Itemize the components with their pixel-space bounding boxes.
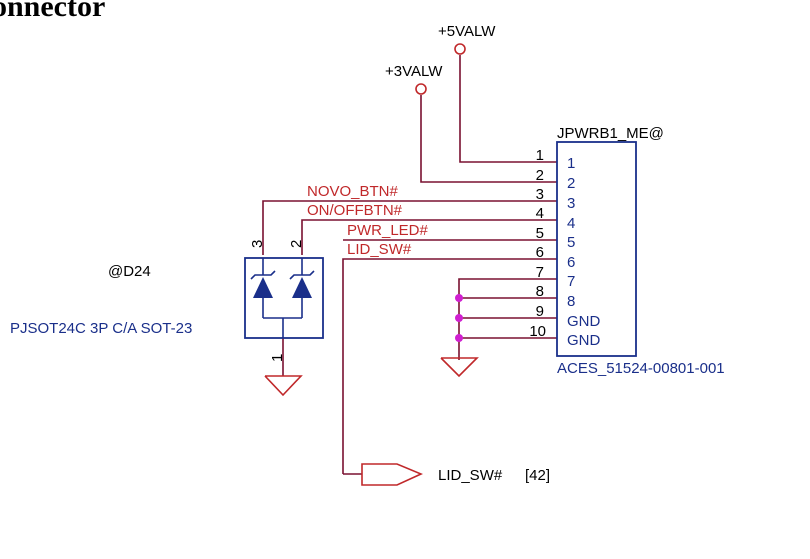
pin-number: 1 [536,147,544,164]
esd-diode-d24: 3 2 1 @D24 PJSOT24C 3P C/A SOT-23 [10,240,324,362]
wire-5v-pin1 [459,55,557,163]
ground-icon [440,357,479,378]
power-label-3v: +3VALW [385,63,443,80]
zener-bar-left [250,270,276,280]
junction-dot [455,334,463,342]
net-label-onoff-btn: ON/OFFBTN# [307,202,403,219]
zener-bar-right [289,270,315,280]
power-rail-5v: +5VALW [438,23,496,55]
power-pin-5v-icon [454,43,466,55]
pin-number: 10 [529,323,546,340]
pin-label: 3 [567,195,575,212]
pin-number: 7 [536,264,544,281]
wires [262,55,557,475]
power-rail-3v: +3VALW [385,63,443,95]
power-pin-3v-icon [415,83,427,95]
connector-ref: JPWRB1_ME@ [557,125,664,142]
pin-label: 7 [567,273,575,290]
pin-label: 2 [567,175,575,192]
pin-label: 6 [567,254,575,271]
junction-dot [455,314,463,322]
pin-label: GND [567,332,601,349]
pin-label: 5 [567,234,575,251]
diode-pin-number: 1 [269,354,286,362]
pin-label: 4 [567,215,575,232]
connector-part: ACES_51524-00801-001 [557,360,725,377]
wire-pin7-gnd [458,278,557,360]
zener-diode-icon [253,277,273,298]
wire-novo-btn [262,200,557,255]
offpage-connector: LID_SW# [42] [361,463,550,486]
section-title: onnector [0,0,105,23]
pin-label: 8 [567,293,575,310]
offpage-ref: [42] [525,467,550,484]
pin-number: 2 [536,167,544,184]
power-label-5v: +5VALW [438,23,496,40]
net-label-lid-sw: LID_SW# [347,241,412,258]
pin-number: 4 [536,205,544,222]
pin-label: GND [567,313,601,330]
net-labels: NOVO_BTN# ON/OFFBTN# PWR_LED# LID_SW# [307,183,429,258]
zener-diode-icon [292,277,312,298]
wire-lid-sw [342,258,557,474]
pin-number: 9 [536,303,544,320]
wire-onoff-btn [301,219,557,255]
diode-package-body [244,257,324,339]
net-label-novo-btn: NOVO_BTN# [307,183,399,200]
pin-number: 8 [536,283,544,300]
ground-symbols [264,357,479,397]
diode-part: PJSOT24C 3P C/A SOT-23 [10,320,192,337]
offpage-arrow-icon [361,463,423,486]
pin-number: 5 [536,225,544,242]
diode-ref: @D24 [108,263,151,280]
junctions [455,294,463,342]
junction-dot [455,294,463,302]
offpage-label: LID_SW# [438,467,503,484]
connector-jpwrb1: JPWRB1_ME@ ACES_51524-00801-001 1 2 3 4 … [529,125,724,377]
connector-body [556,141,637,357]
diode-pin-number: 2 [288,240,305,248]
pin-number: 6 [536,244,544,261]
pin-label: 1 [567,155,575,172]
net-label-pwr-led: PWR_LED# [347,222,429,239]
wire-3v-pin2 [420,95,557,183]
diode-pin-number: 3 [249,240,266,248]
pin-number: 3 [536,186,544,203]
ground-icon [264,375,303,397]
